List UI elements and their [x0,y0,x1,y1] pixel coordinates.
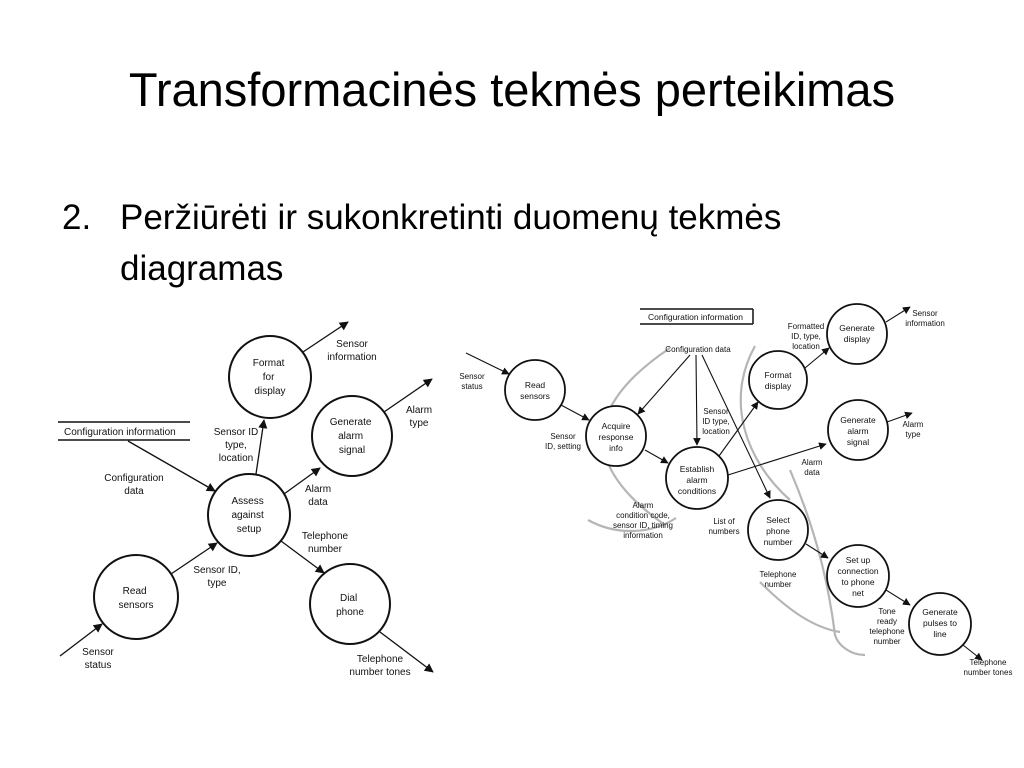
bullet-text: Peržiūrėti ir sukonkretinti duomenų tekm… [120,192,960,294]
svg-text:Generate alarm: Generate alarm signal [330,417,374,456]
svg-text:Read sensors: Read sensors [118,586,153,611]
left-flow-sensor-id-type: Sensor ID,type [193,565,240,589]
bullet-text-line-1: Peržiūrėti ir sukonkretinti duomenų tekm… [120,198,782,237]
left-process-format: Format for display [228,335,312,419]
svg-text:Assess against: Assess against setup [231,496,266,535]
slide-title: Transformacinės tekmės perteikimas [128,63,896,116]
left-process-read-sensors: Read sensors [93,554,179,640]
left-diagram: Configuration information Format for dis… [58,321,434,678]
left-process-generate-alarm: Generate alarm signal [311,395,393,477]
left-flows [59,321,434,673]
bullet-number: 2. [62,198,92,237]
svg-text:Dial phone: Dial phone [336,593,364,618]
svg-text:Format for dis: Format for display [253,358,287,397]
right-config-store-label: Configuration information [648,312,743,322]
left-process-assess: Assess against setup [207,473,291,557]
left-process-dial-phone: Dial phone [309,563,391,645]
right-flows [465,306,983,661]
right-flow-configuration-data: Configuration data [665,345,731,354]
right-boundary-curves [587,345,866,657]
bullet-text-line-2: diagramas [120,249,284,288]
left-config-store: Configuration information [58,421,190,441]
left-config-store-label: Configuration information [64,427,176,438]
right-config-store: Configuration information [640,308,754,325]
